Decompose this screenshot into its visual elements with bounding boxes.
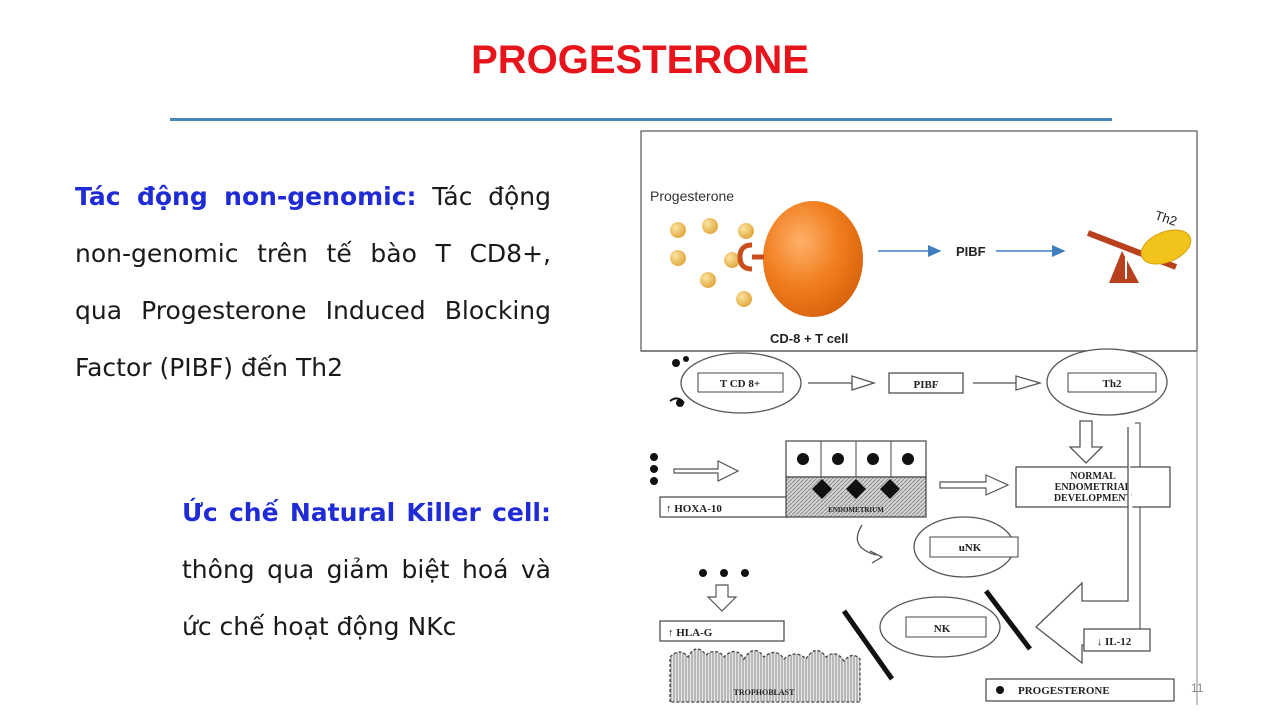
nk-label: NK	[934, 623, 951, 635]
legend-label: PROGESTERONE	[1018, 685, 1110, 697]
endometrium-label: ENDOMETRIUM	[828, 506, 884, 514]
block-bar-right	[984, 589, 1032, 651]
normal-development-line1: NORMAL	[1070, 471, 1116, 482]
bottom-panel: T CD 8+ PIBF Th2 ↑ HOXA-10	[641, 348, 1198, 705]
tcd8-label: T CD 8+	[720, 378, 760, 390]
nk-inhibition-body: thông qua giảm biệt hoá và ức chế hoạt đ…	[182, 555, 551, 641]
pibf-label: PIBF	[956, 244, 986, 259]
th2-seesaw	[1086, 229, 1192, 283]
nk-node: NK	[879, 596, 1001, 658]
il12-box	[1083, 628, 1151, 652]
arrow-pibf-to-th2-node	[973, 375, 1043, 391]
arrow-tcd8-to-pibf	[808, 375, 877, 391]
slide-title: PROGESTERONE	[471, 38, 809, 82]
cd8-t-cell-label: CD-8 + T cell	[770, 331, 848, 346]
arrow-to-hlag	[706, 584, 738, 612]
normal-development-line3: DEVELOPMENT	[1054, 493, 1133, 504]
nk-inhibition-paragraph: Ức chế Natural Killer cell: thông qua gi…	[182, 484, 551, 655]
title-divider	[170, 118, 1112, 121]
cd8-t-cell	[763, 201, 863, 317]
unk-node: uNK	[913, 516, 1019, 578]
tcd8-node: T CD 8+	[680, 352, 802, 414]
normal-development-box	[1015, 466, 1171, 508]
progesterone-molecules	[670, 218, 754, 307]
arrow-to-endometrium	[673, 460, 740, 482]
hlag-box	[659, 620, 785, 642]
non-genomic-paragraph: Tác động non-genomic: Tác động non-genom…	[75, 168, 551, 396]
th2-node: Th2	[1046, 348, 1168, 416]
th2-label: Th2	[1153, 208, 1179, 229]
progesterone-mechanism-figure: Progesterone CD-8 + T cell PIBF Th2	[640, 127, 1200, 705]
arrow-endometrium-to-normal	[939, 474, 1010, 496]
unk-label: uNK	[959, 542, 982, 554]
th2-node-label: Th2	[1103, 378, 1122, 390]
trophoblast-label: TROPHOBLAST	[734, 688, 796, 697]
top-panel: Progesterone CD-8 + T cell PIBF Th2	[640, 130, 1198, 352]
curved-arrow-unk	[856, 524, 877, 556]
arrow-to-nk	[1035, 427, 1140, 665]
slide-number: 11	[1191, 681, 1204, 695]
non-genomic-body: Tác động non-genomic trên tế bào T CD8+,…	[75, 182, 551, 382]
block-bar-left	[841, 609, 895, 681]
il12-label: ↓ IL-12	[1097, 636, 1132, 648]
hoxa-label: ↑ HOXA-10	[666, 503, 722, 515]
pibf-box	[888, 372, 964, 394]
endometrium-block: ENDOMETRIUM	[785, 440, 927, 518]
normal-development-line2: ENDOMETRIAL	[1055, 482, 1132, 493]
legend-progesterone: PROGESTERONE	[985, 678, 1175, 702]
non-genomic-heading: Tác động non-genomic:	[75, 182, 417, 211]
progesterone-label: Progesterone	[650, 188, 734, 204]
progesterone-receptor	[737, 242, 764, 272]
hlag-label: ↑ HLA-G	[668, 627, 713, 639]
nk-inhibition-heading: Ức chế Natural Killer cell:	[182, 498, 551, 527]
arrow-th2-down	[1068, 420, 1104, 464]
pibf-box-label: PIBF	[913, 379, 938, 391]
trophoblast: TROPHOBLAST	[669, 648, 861, 703]
